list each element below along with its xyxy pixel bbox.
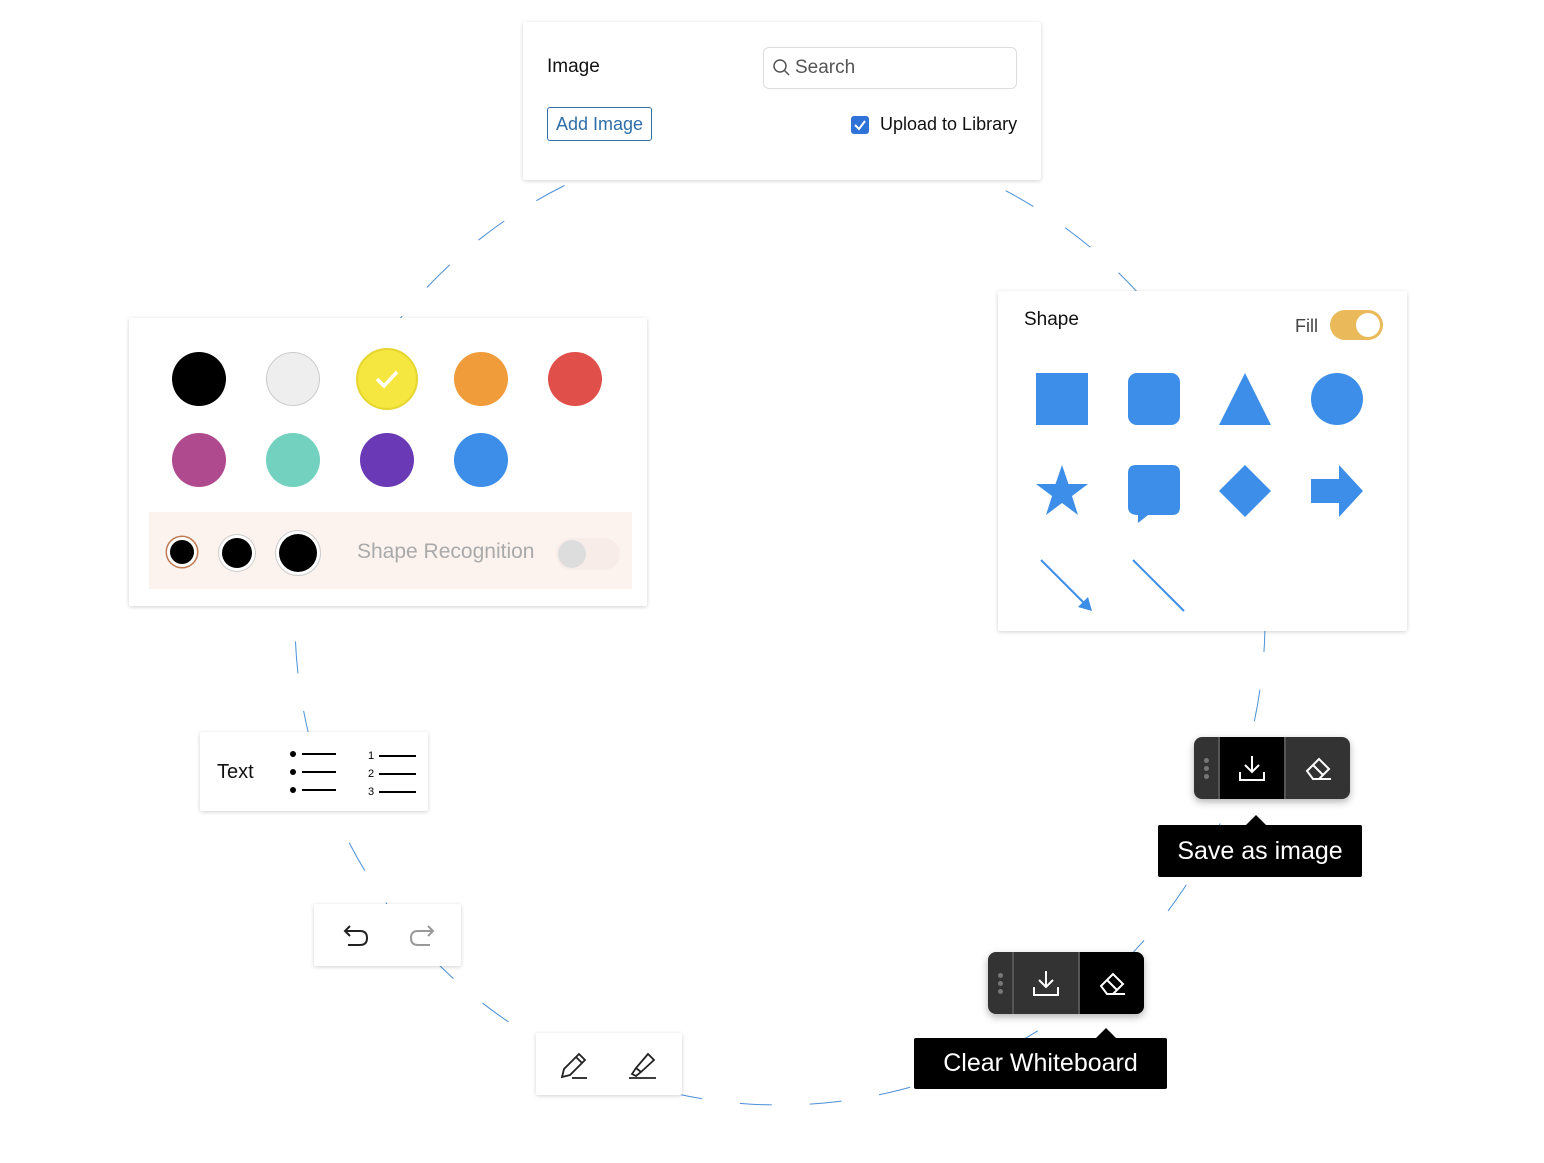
diamond-shape-icon[interactable] bbox=[1217, 463, 1273, 519]
svg-text:3: 3 bbox=[368, 786, 374, 796]
color-swatch-magenta[interactable] bbox=[172, 433, 226, 487]
color-swatch-purple[interactable] bbox=[360, 433, 414, 487]
star-shape-icon[interactable] bbox=[1034, 463, 1090, 519]
upload-to-library-label: Upload to Library bbox=[880, 114, 1018, 134]
square-shape-icon[interactable] bbox=[1034, 371, 1090, 427]
eraser-icon bbox=[1305, 757, 1331, 780]
fill-label: Fill bbox=[1295, 316, 1318, 336]
image-panel: Image Search Add Image Upload to Library bbox=[523, 22, 1041, 180]
color-swatch-orange[interactable] bbox=[454, 352, 508, 406]
clear-whiteboard-button[interactable] bbox=[1284, 737, 1350, 799]
bulleted-list-icon[interactable] bbox=[288, 750, 338, 794]
color-swatch-teal[interactable] bbox=[266, 433, 320, 487]
color-swatch-yellow-selected[interactable] bbox=[356, 348, 418, 410]
stroke-options-row: Shape Recognition bbox=[149, 512, 632, 589]
arrow-line-shape-icon[interactable] bbox=[1038, 557, 1094, 613]
color-swatch-light-gray[interactable] bbox=[266, 352, 320, 406]
checkmark-icon bbox=[375, 370, 399, 389]
text-panel: Text 1 2 3 bbox=[200, 732, 428, 811]
save-as-image-tooltip: Save as image bbox=[1158, 815, 1362, 877]
checkmark-icon bbox=[854, 120, 866, 131]
stroke-size-small-selected[interactable] bbox=[170, 540, 194, 564]
highlighter-icon[interactable] bbox=[626, 1050, 658, 1082]
text-tool-label[interactable]: Text bbox=[217, 761, 254, 783]
image-panel-title: Image bbox=[547, 56, 600, 77]
color-swatch-blue[interactable] bbox=[454, 433, 508, 487]
download-icon bbox=[1033, 971, 1059, 996]
line-shape-icon[interactable] bbox=[1130, 557, 1186, 613]
undo-icon[interactable] bbox=[342, 922, 370, 950]
search-icon bbox=[773, 59, 790, 76]
drag-handle-icon[interactable] bbox=[1194, 737, 1220, 799]
rounded-square-shape-icon[interactable] bbox=[1126, 371, 1182, 427]
pen-tools-panel bbox=[536, 1033, 682, 1095]
undo-redo-panel bbox=[314, 904, 461, 966]
drag-handle-icon[interactable] bbox=[988, 952, 1014, 1014]
clear-whiteboard-button[interactable] bbox=[1078, 952, 1144, 1014]
speech-bubble-shape-icon[interactable] bbox=[1126, 463, 1182, 527]
color-swatch-red[interactable] bbox=[548, 352, 602, 406]
shape-panel-title: Shape bbox=[1024, 309, 1079, 330]
pencil-icon[interactable] bbox=[558, 1050, 590, 1082]
save-as-image-button[interactable] bbox=[1220, 737, 1284, 799]
arrow-right-shape-icon[interactable] bbox=[1309, 463, 1365, 519]
shape-panel: Shape Fill bbox=[998, 291, 1407, 631]
redo-icon[interactable] bbox=[408, 922, 436, 950]
color-swatch-black[interactable] bbox=[172, 352, 226, 406]
eraser-icon bbox=[1099, 972, 1125, 995]
add-image-button[interactable]: Add Image bbox=[547, 107, 653, 141]
color-panel: Shape Recognition bbox=[129, 318, 647, 606]
triangle-shape-icon[interactable] bbox=[1217, 371, 1273, 427]
search-input[interactable]: Search bbox=[763, 47, 1017, 89]
save-as-image-button[interactable] bbox=[1014, 952, 1078, 1014]
fill-toggle[interactable] bbox=[1330, 310, 1383, 340]
clear-toolbar bbox=[988, 952, 1144, 1014]
circle-shape-icon[interactable] bbox=[1309, 371, 1365, 427]
tooltip-text: Save as image bbox=[1177, 836, 1343, 865]
shape-recognition-toggle[interactable] bbox=[556, 538, 620, 570]
search-placeholder: Search bbox=[795, 57, 856, 78]
upload-to-library-checkbox[interactable] bbox=[851, 116, 869, 134]
save-toolbar bbox=[1194, 737, 1350, 799]
download-icon bbox=[1239, 756, 1265, 781]
numbered-list-icon[interactable]: 1 2 3 bbox=[366, 750, 418, 796]
clear-whiteboard-tooltip: Clear Whiteboard bbox=[914, 1028, 1167, 1089]
svg-text:2: 2 bbox=[368, 768, 374, 780]
stroke-size-medium[interactable] bbox=[222, 538, 252, 568]
tooltip-text: Clear Whiteboard bbox=[943, 1049, 1138, 1077]
stroke-size-large[interactable] bbox=[279, 534, 317, 572]
shape-recognition-label: Shape Recognition bbox=[357, 540, 535, 563]
svg-text:1: 1 bbox=[368, 750, 374, 762]
